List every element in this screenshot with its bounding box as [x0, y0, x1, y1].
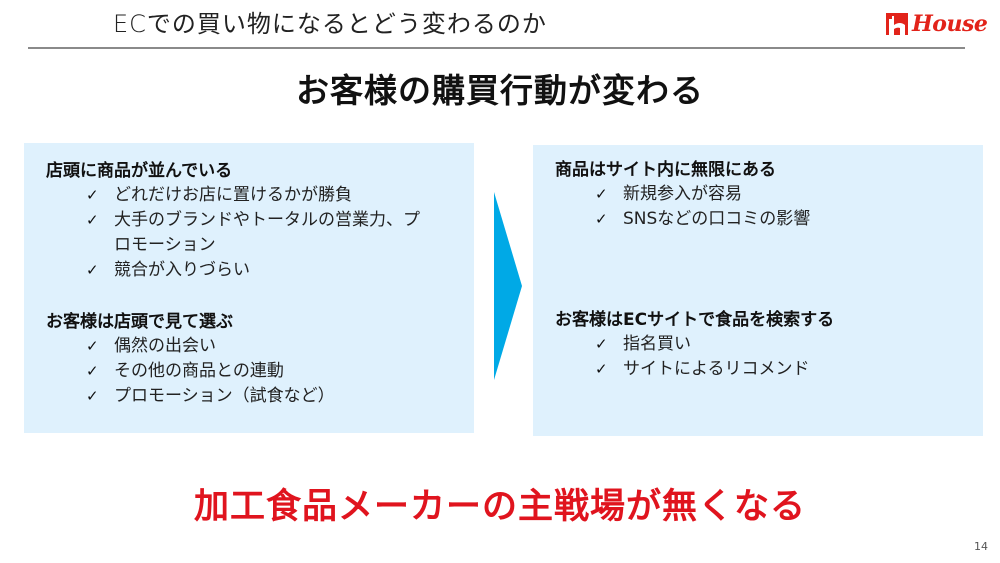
headline: お客様の購買行動が変わる	[296, 71, 704, 110]
section-store-choose: お客様は店頭で見て選ぶ ✓偶然の出会い ✓その他の商品との連動 ✓プロモーション…	[46, 310, 335, 409]
list-item: ✓大手のブランドやトータルの営業力、プロモーション	[86, 210, 420, 255]
checklist: ✓指名買い ✓サイトによるリコメンド	[555, 332, 834, 382]
page-number: 14	[974, 540, 988, 553]
list-item: ✓サイトによるリコメンド	[555, 357, 834, 382]
conclusion-message: 加工食品メーカーの主戦場が無くなる	[193, 487, 806, 527]
checklist: ✓偶然の出会い ✓その他の商品との連動 ✓プロモーション（試食など）	[46, 334, 335, 409]
left-panel-store: 店頭に商品が並んでいる ✓どれだけお店に置けるかが勝負 ✓大手のブランドやトータ…	[24, 143, 474, 433]
list-item: ✓その他の商品との連動	[46, 359, 335, 384]
check-icon: ✓	[86, 337, 99, 355]
right-panel-ec: 商品はサイト内に無限にある ✓新規参入が容易 ✓SNSなどの口コミの影響 お客様…	[533, 145, 983, 436]
section-heading: お客様はECサイトで食品を検索する	[555, 310, 835, 330]
section-heading: お客様は店頭で見て選ぶ	[46, 312, 233, 332]
company-logo: House	[886, 9, 990, 39]
logo-wordmark: House	[912, 11, 988, 37]
check-icon: ✓	[86, 387, 99, 405]
check-icon: ✓	[595, 185, 608, 203]
house-logo-icon	[886, 13, 908, 35]
list-item: ✓偶然の出会い	[46, 334, 335, 359]
title-divider	[28, 47, 965, 49]
check-icon: ✓	[86, 261, 99, 279]
checklist: ✓新規参入が容易 ✓SNSなどの口コミの影響	[555, 182, 810, 232]
check-icon: ✓	[86, 362, 99, 380]
list-item: ✓プロモーション（試食など）	[46, 384, 335, 409]
list-item: ✓SNSなどの口コミの影響	[555, 207, 810, 232]
section-heading: 店頭に商品が並んでいる	[46, 161, 233, 181]
section-ec-infinite: 商品はサイト内に無限にある ✓新規参入が容易 ✓SNSなどの口コミの影響	[555, 158, 810, 232]
list-item: ✓新規参入が容易	[555, 182, 810, 207]
chevron-right-arrow-icon	[494, 192, 522, 380]
checklist: ✓どれだけお店に置けるかが勝負 ✓大手のブランドやトータルの営業力、プロモーショ…	[46, 183, 429, 283]
check-icon: ✓	[595, 360, 608, 378]
check-icon: ✓	[86, 186, 99, 204]
check-icon: ✓	[595, 210, 608, 228]
list-item: ✓どれだけお店に置けるかが勝負	[46, 183, 429, 208]
list-item: ✓指名買い	[555, 332, 834, 357]
section-ec-search: お客様はECサイトで食品を検索する ✓指名買い ✓サイトによるリコメンド	[555, 308, 834, 382]
check-icon: ✓	[86, 211, 99, 229]
list-item: ✓競合が入りづらい	[46, 258, 429, 283]
check-icon: ✓	[595, 335, 608, 353]
section-store-shelf: 店頭に商品が並んでいる ✓どれだけお店に置けるかが勝負 ✓大手のブランドやトータ…	[46, 159, 429, 283]
section-heading: 商品はサイト内に無限にある	[555, 160, 776, 180]
slide-title: ECでの買い物になるとどう変わるのか	[113, 10, 547, 38]
